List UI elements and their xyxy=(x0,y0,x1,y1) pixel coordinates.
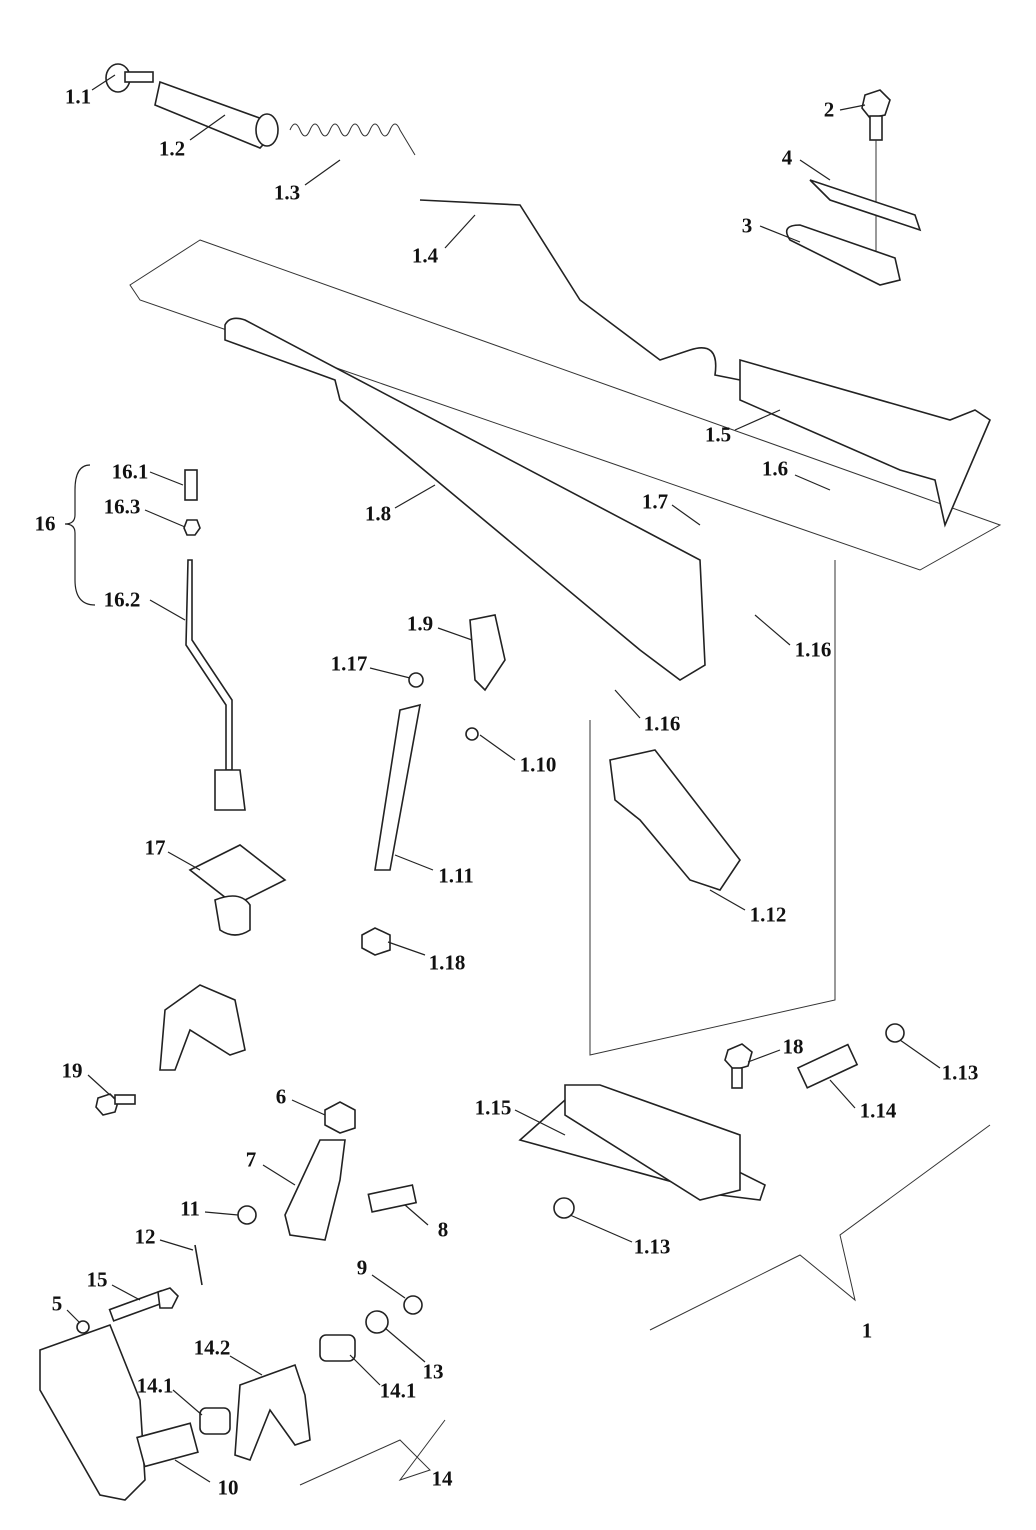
callout-1-18: 1.18 xyxy=(428,950,466,975)
nut-6 xyxy=(324,1101,356,1134)
callout-1-6: 1.6 xyxy=(761,456,789,481)
rod-16-2 xyxy=(185,559,233,771)
callout-1-16: 1.16 xyxy=(643,711,681,736)
washer-13 xyxy=(365,1310,389,1334)
callout-4: 4 xyxy=(781,145,793,170)
callout-1-7: 1.7 xyxy=(641,489,669,514)
rod-part xyxy=(419,199,741,381)
lever-14-2 xyxy=(234,1363,311,1461)
plate-17 xyxy=(188,844,287,906)
callout-1-10: 1.10 xyxy=(519,752,557,777)
spring-part xyxy=(289,123,416,156)
circlip-1-13a xyxy=(885,1023,905,1043)
callout-10: 10 xyxy=(217,1475,239,1500)
bolt-19 xyxy=(95,1093,136,1116)
callout-1-13: 1.13 xyxy=(633,1234,671,1259)
callout-6: 6 xyxy=(275,1084,287,1109)
knob-part xyxy=(105,63,154,93)
pin-1-14 xyxy=(796,1043,859,1089)
bolt-18 xyxy=(724,1043,753,1089)
washer-11 xyxy=(237,1205,257,1225)
callout-18: 18 xyxy=(782,1034,804,1059)
callout-5: 5 xyxy=(51,1291,63,1316)
callout-1-16: 1.16 xyxy=(794,637,832,662)
callout-1-8: 1.8 xyxy=(364,501,392,526)
nut-16-3 xyxy=(183,519,201,536)
callout-19: 19 xyxy=(61,1058,83,1083)
circlip-9 xyxy=(403,1295,423,1315)
lever-part xyxy=(224,317,706,681)
callout-1-11: 1.11 xyxy=(438,863,474,888)
shaft-10 xyxy=(136,1422,199,1468)
group-1-outline xyxy=(649,1124,991,1331)
callout-1-3: 1.3 xyxy=(273,180,301,205)
callout-1-2: 1.2 xyxy=(158,136,186,161)
callout-1-4: 1.4 xyxy=(411,243,439,268)
callout-1-5: 1.5 xyxy=(704,422,732,447)
callout-1-13: 1.13 xyxy=(941,1060,979,1085)
bolt-2 xyxy=(861,89,891,280)
callout-15: 15 xyxy=(86,1267,108,1292)
callout-12: 12 xyxy=(134,1224,156,1249)
yoke-7 xyxy=(284,1139,346,1241)
leader-lines xyxy=(66,74,941,1483)
callout-1-1: 1.1 xyxy=(64,84,92,109)
pin-8 xyxy=(367,1184,418,1213)
boot-part xyxy=(214,895,251,936)
callout-2: 2 xyxy=(823,97,835,122)
callout-14-1: 14.1 xyxy=(379,1378,417,1403)
callout-16-3: 16.3 xyxy=(103,494,141,519)
lever-grip xyxy=(739,358,991,528)
bracket-10 xyxy=(39,1323,146,1501)
bushing-14-1b xyxy=(319,1334,356,1362)
callout-13: 13 xyxy=(422,1359,444,1384)
callout-3: 3 xyxy=(741,213,753,238)
housing-part xyxy=(564,1084,741,1201)
callout-7: 7 xyxy=(245,1147,257,1172)
arm-part xyxy=(159,984,246,1071)
cotter-pin-12 xyxy=(194,1244,203,1286)
callout-17: 17 xyxy=(144,835,166,860)
pin-1-10 xyxy=(465,727,479,741)
sleeve-part xyxy=(154,80,279,149)
callout-1-14: 1.14 xyxy=(859,1098,897,1123)
floor-outline xyxy=(129,239,1002,571)
clevis-part xyxy=(214,769,246,811)
callout-9: 9 xyxy=(356,1255,368,1280)
bushing-14-1a xyxy=(199,1407,231,1435)
brace-16 xyxy=(64,464,96,606)
rod-16-1 xyxy=(184,469,198,501)
callout-1-9: 1.9 xyxy=(406,611,434,636)
callout-14-2: 14.2 xyxy=(193,1335,231,1360)
callout-1-12: 1.12 xyxy=(749,902,787,927)
callout-8: 8 xyxy=(437,1217,449,1242)
nut-1-18 xyxy=(361,927,391,956)
callout-16-2: 16.2 xyxy=(103,587,141,612)
assembly-outline xyxy=(589,560,836,1056)
nut-5 xyxy=(76,1320,90,1334)
callout-1-15: 1.15 xyxy=(474,1095,512,1120)
circlip-1-13b xyxy=(553,1197,575,1219)
group-14-outline xyxy=(299,1419,446,1486)
ratchet-1-12 xyxy=(609,749,741,891)
callout-16: 16 xyxy=(34,511,56,536)
callout-1-17: 1.17 xyxy=(330,651,368,676)
circlip-1-17 xyxy=(408,672,424,688)
callout-11: 11 xyxy=(180,1196,200,1221)
plate-4 xyxy=(809,179,922,232)
bolt-15 xyxy=(108,1287,179,1322)
pawl-1-9 xyxy=(469,614,506,692)
callout-16-1: 16.1 xyxy=(111,459,149,484)
link-1-11 xyxy=(374,703,422,871)
plate-3 xyxy=(785,224,901,286)
callout-14: 14 xyxy=(431,1466,453,1491)
callout-14-1: 14.1 xyxy=(136,1373,174,1398)
callout-1: 1 xyxy=(861,1318,873,1343)
